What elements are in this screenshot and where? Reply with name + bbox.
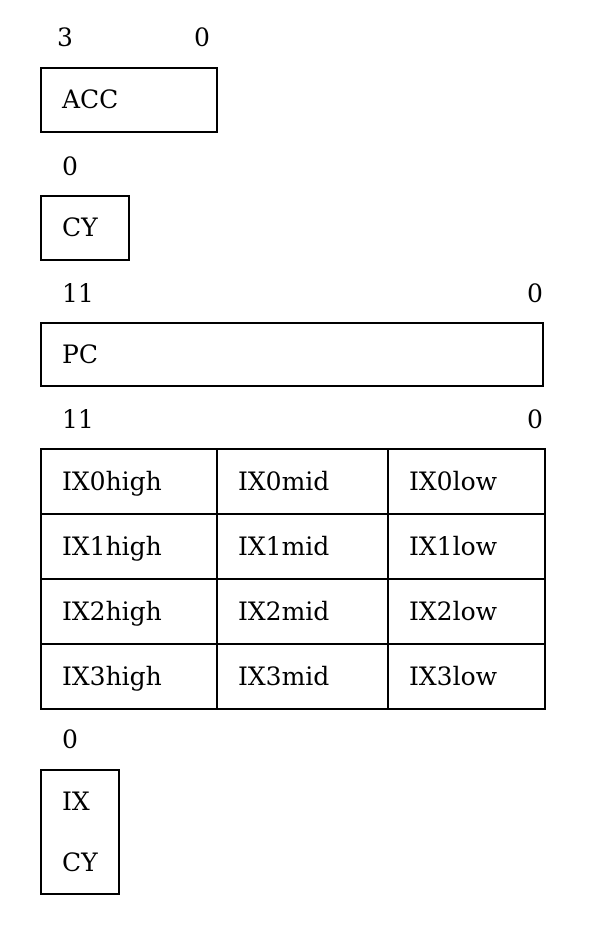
ix0-mid-cell: IX0mid (216, 448, 389, 515)
ix3-low-cell: IX3low (387, 643, 546, 710)
acc-bit-high-label: 3 (57, 23, 73, 52)
ix-bit-low-label: 0 (527, 405, 543, 434)
cy-register-box: CY (40, 195, 130, 261)
acc-bit-low-label: 0 (194, 23, 210, 52)
table-row: IX3high IX3mid IX3low (40, 643, 546, 710)
table-row: IX0high IX0mid IX0low (40, 448, 546, 515)
ixcy-register-label-line2: CY (62, 848, 98, 877)
table-row: IX1high IX1mid IX1low (40, 513, 546, 580)
pc-register-label: PC (62, 340, 98, 369)
acc-register-label: ACC (62, 85, 119, 114)
pc-register-box: PC (40, 322, 544, 387)
ix2-mid-cell: IX2mid (216, 578, 389, 645)
ix0-low-cell: IX0low (387, 448, 546, 515)
acc-register-box: ACC (40, 67, 218, 133)
ix0-high-cell: IX0high (40, 448, 218, 515)
ixcy-bit-label: 0 (62, 725, 78, 754)
ixcy-register-box: IX CY (40, 769, 120, 895)
pc-bit-high-label: 11 (62, 279, 94, 308)
cy-bit-label: 0 (62, 152, 78, 181)
ix1-mid-cell: IX1mid (216, 513, 389, 580)
table-row: IX2high IX2mid IX2low (40, 578, 546, 645)
ix1-high-cell: IX1high (40, 513, 218, 580)
ix-bit-high-label: 11 (62, 405, 94, 434)
pc-bit-low-label: 0 (527, 279, 543, 308)
cy-register-label: CY (62, 213, 98, 242)
ix2-high-cell: IX2high (40, 578, 218, 645)
ix3-mid-cell: IX3mid (216, 643, 389, 710)
ix1-low-cell: IX1low (387, 513, 546, 580)
ixcy-register-label-line1: IX (62, 787, 90, 816)
ix3-high-cell: IX3high (40, 643, 218, 710)
ix2-low-cell: IX2low (387, 578, 546, 645)
ix-register-table: IX0high IX0mid IX0low IX1high IX1mid IX1… (40, 448, 546, 710)
